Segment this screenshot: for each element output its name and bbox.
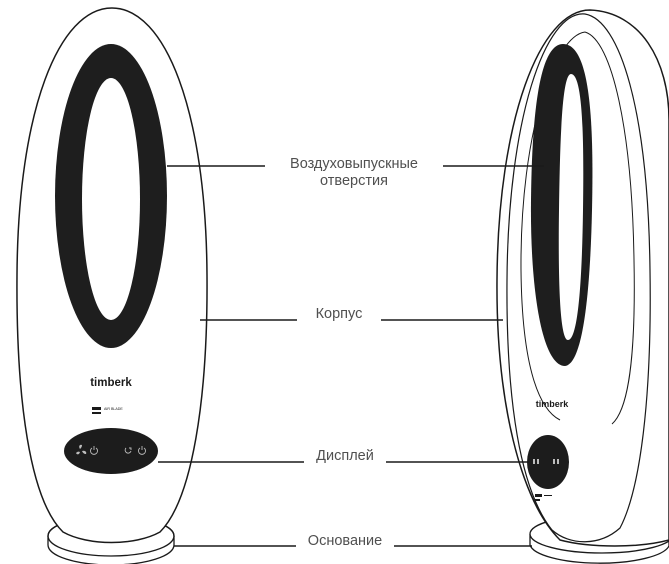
svg-text:AIR BLADE: AIR BLADE	[104, 407, 123, 411]
leader-lines	[158, 166, 544, 546]
label-body: Корпус	[297, 306, 381, 323]
front-view-fan: timberk AIR BLADE	[17, 8, 207, 564]
label-air-outlets-line1: Воздуховыпускные	[265, 156, 443, 173]
side-brand-logo: timberk	[536, 399, 570, 409]
side-display-panel	[527, 435, 569, 489]
label-display: Дисплей	[304, 448, 386, 465]
front-display-panel	[64, 428, 158, 474]
label-base: Основание	[296, 533, 394, 550]
label-air-outlets: Воздуховыпускные отверстия	[265, 156, 443, 190]
label-air-outlets-line2: отверстия	[265, 173, 443, 190]
front-air-outlet-ring	[55, 44, 167, 348]
side-view-fan: timberk	[497, 10, 669, 563]
side-air-outlet-ring	[531, 44, 592, 366]
front-brand-logo: timberk	[90, 377, 132, 389]
